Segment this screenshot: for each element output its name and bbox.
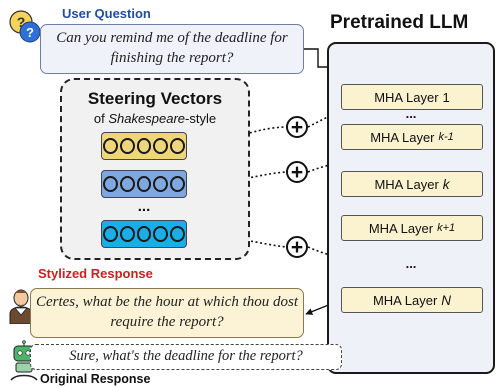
subtitle-prefix: of	[93, 111, 109, 126]
svg-text:?: ?	[26, 25, 34, 40]
layer-ellipsis: ...	[405, 256, 417, 271]
layer-label: MHA Layer	[372, 292, 438, 308]
add-icon: +	[286, 161, 308, 183]
robot-icon	[8, 340, 40, 384]
svg-text:?: ?	[17, 14, 26, 30]
original-response-label: Original Response	[40, 372, 151, 386]
layer-label: MHA Layer	[374, 176, 439, 192]
subtitle-suffix: -style	[185, 111, 217, 126]
layer-index: k-1	[438, 131, 454, 143]
layer-label: MHA Layer	[374, 89, 439, 105]
subtitle-style: Shakespeare	[108, 111, 186, 126]
steering-vectors-subtitle: of Shakespeare-style	[60, 111, 250, 126]
vector-ellipsis: ...	[137, 198, 151, 215]
layer-label: MHA Layer	[370, 129, 435, 145]
layer-index: k+1	[437, 222, 456, 234]
stylized-response-bubble: Certes, what be the hour at which thou d…	[30, 288, 304, 338]
layer-label: MHA Layer	[368, 220, 434, 236]
layer-ellipsis: ...	[405, 106, 417, 121]
original-response-bubble: Sure, what's the deadline for the report…	[30, 344, 342, 370]
user-question-bubble: Can you remind me of the deadline for fi…	[40, 24, 304, 74]
steering-vector-1	[101, 132, 187, 160]
layer-index: k	[442, 176, 450, 192]
steering-vector-2	[101, 170, 187, 198]
steering-vectors-title: Steering Vectors	[87, 89, 223, 108]
add-icon: +	[286, 116, 308, 138]
steering-vector-3	[101, 220, 187, 248]
layer-index: N	[441, 292, 452, 308]
stylized-response-label: Stylized Response	[38, 266, 153, 281]
shakespeare-icon	[6, 284, 36, 325]
layer-index: 1	[442, 89, 450, 105]
add-icon: +	[286, 236, 308, 258]
user-question-icon: ? ?	[8, 8, 42, 44]
llm-title: Pretrained LLM	[330, 12, 469, 33]
user-question-label: User Question	[62, 6, 151, 21]
